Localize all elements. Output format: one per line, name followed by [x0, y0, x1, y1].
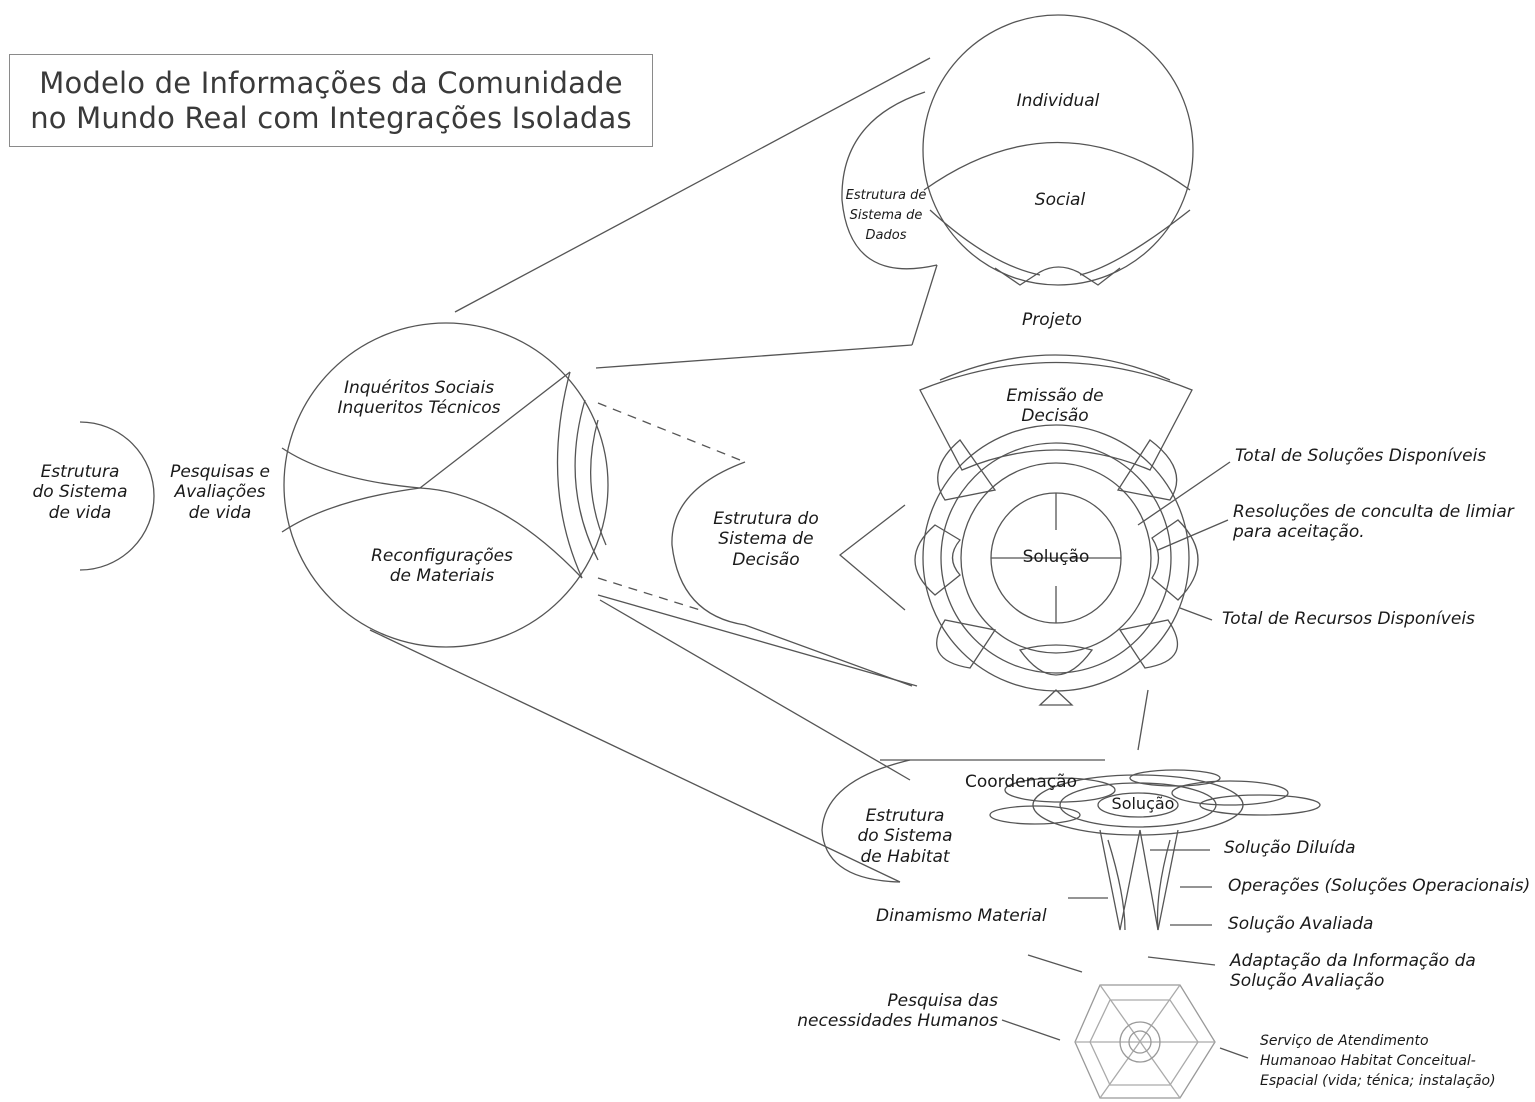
life-system-arc: [79, 421, 155, 571]
diagram-title-line-1: Modelo de Informações da Comunidade: [39, 65, 623, 100]
label-social: Social: [1034, 190, 1086, 210]
label-human-needs-research: Pesquisa das necessidades Humanos: [797, 991, 998, 1032]
label-life-surveys: Pesquisas e Avaliações de vida: [170, 462, 270, 523]
label-decision-system-structure: Estrutura do Sistema de Decisão: [713, 509, 819, 570]
label-life-system-structure: Estrutura do Sistema de vida: [32, 462, 128, 523]
label-individual: Individual: [1016, 91, 1100, 111]
label-project: Projeto: [1022, 310, 1082, 330]
label-coordination: Coordenação: [965, 772, 1077, 792]
label-information-adaptation: Adaptação da Informação da Solução Avali…: [1230, 951, 1476, 992]
label-total-resources: Total de Recursos Disponíveis: [1222, 609, 1475, 629]
label-decision-emission: Emissão de Decisão: [1006, 386, 1104, 427]
label-diluted-solution: Solução Diluída: [1224, 838, 1356, 858]
diagram-title-line-2: no Mundo Real com Integrações Isoladas: [30, 100, 632, 135]
label-threshold-resolutions: Resoluções de conculta de limiar para ac…: [1233, 502, 1514, 543]
label-social-technical-inquiries: Inquéritos Sociais Inqueritos Técnicos: [337, 378, 501, 419]
label-evaluated-solution: Solução Avaliada: [1228, 914, 1374, 934]
label-habitat-service: Serviço de Atendimento Humanoao Habitat …: [1260, 1033, 1496, 1089]
label-habitat-system-structure: Estrutura do Sistema de Habitat: [857, 806, 953, 867]
label-habitat-solution: Solução: [1111, 794, 1175, 813]
label-material-dynamism: Dinamismo Material: [876, 906, 1047, 926]
label-data-system-structure: Estrutura de Sistema de Dados: [845, 188, 927, 243]
central-circle: [283, 322, 609, 648]
label-material-reconfigurations: Reconfigurações de Materiais: [371, 546, 513, 587]
label-operations: Operações (Soluções Operacionais): [1228, 876, 1531, 896]
label-total-solutions: Total de Soluções Disponíveis: [1235, 446, 1487, 466]
label-solution-center: Solução: [1022, 547, 1090, 567]
diagram-title-box: Modelo de Informações da Comunidade no M…: [9, 54, 653, 147]
data-circle: [922, 14, 1194, 286]
